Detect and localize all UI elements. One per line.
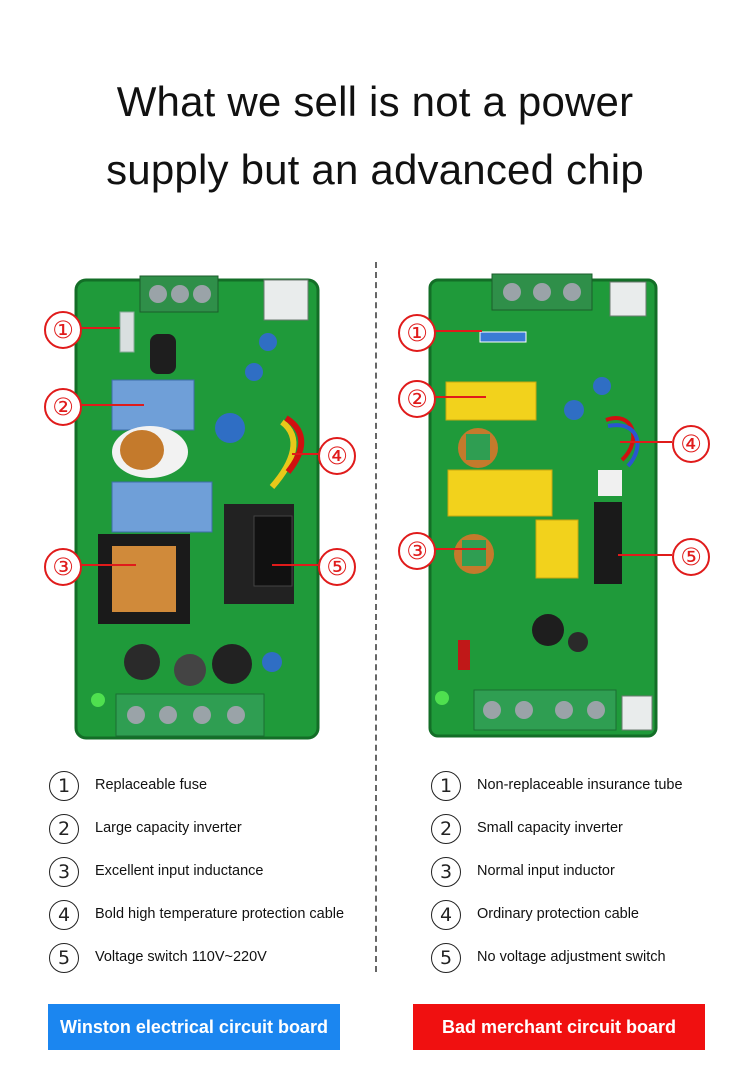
left-leader-5	[272, 564, 318, 566]
left-callout-1: ①	[44, 311, 82, 349]
number-badge: 3	[431, 857, 461, 887]
left-callout-5: ⑤	[318, 548, 356, 586]
feature-label: No voltage adjustment switch	[477, 949, 666, 965]
right-leader-5	[618, 554, 672, 556]
right-callout-1: ①	[398, 314, 436, 352]
number-badge: 1	[431, 771, 461, 801]
right-callout-2: ②	[398, 380, 436, 418]
feature-label: Non-replaceable insurance tube	[477, 777, 683, 793]
right-leader-3	[434, 548, 486, 550]
number-badge: 3	[49, 857, 79, 887]
left-callout-3: ③	[44, 548, 82, 586]
feature-label: Excellent input inductance	[95, 863, 264, 879]
feature-label: Large capacity inverter	[95, 820, 242, 836]
number-badge: 4	[431, 900, 461, 930]
left-callout-4: ④	[318, 437, 356, 475]
feature-label: Small capacity inverter	[477, 820, 623, 836]
left-leader-1	[80, 327, 120, 329]
right-leader-1	[434, 330, 482, 332]
number-badge: 2	[49, 814, 79, 844]
left-feature-list: 1 Replaceable fuse 2 Large capacity inve…	[49, 771, 369, 981]
left-leader-2	[80, 404, 144, 406]
feature-label: Normal input inductor	[477, 863, 615, 879]
feature-label: Bold high temperature protection cable	[95, 906, 345, 922]
feature-label: Replaceable fuse	[95, 777, 208, 793]
left-board-badge: Winston electrical circuit board	[48, 1004, 340, 1050]
feature-label: Ordinary protection cable	[477, 906, 639, 922]
right-callout-4: ④	[672, 425, 710, 463]
feature-label: Voltage switch 110V~220V	[95, 949, 267, 965]
number-badge: 2	[431, 814, 461, 844]
number-badge: 5	[431, 943, 461, 973]
left-leader-4	[292, 453, 318, 455]
number-badge: 1	[49, 771, 79, 801]
right-board-badge: Bad merchant circuit board	[413, 1004, 705, 1050]
right-leader-4	[620, 441, 672, 443]
number-badge: 5	[49, 943, 79, 973]
right-leader-2	[434, 396, 486, 398]
headline-line-1: What we sell is not a power	[116, 78, 634, 125]
right-circuit-board-photo	[428, 273, 658, 738]
left-circuit-board-photo	[74, 275, 320, 740]
right-callout-5: ⑤	[672, 538, 710, 576]
right-callout-3: ③	[398, 532, 436, 570]
left-callout-2: ②	[44, 388, 82, 426]
right-feature-list: 1 Non-replaceable insurance tube 2 Small…	[431, 771, 731, 981]
left-leader-3	[80, 564, 136, 566]
center-divider	[375, 262, 377, 972]
headline-line-2: supply but an advanced chip	[106, 146, 644, 193]
number-badge: 4	[49, 900, 79, 930]
